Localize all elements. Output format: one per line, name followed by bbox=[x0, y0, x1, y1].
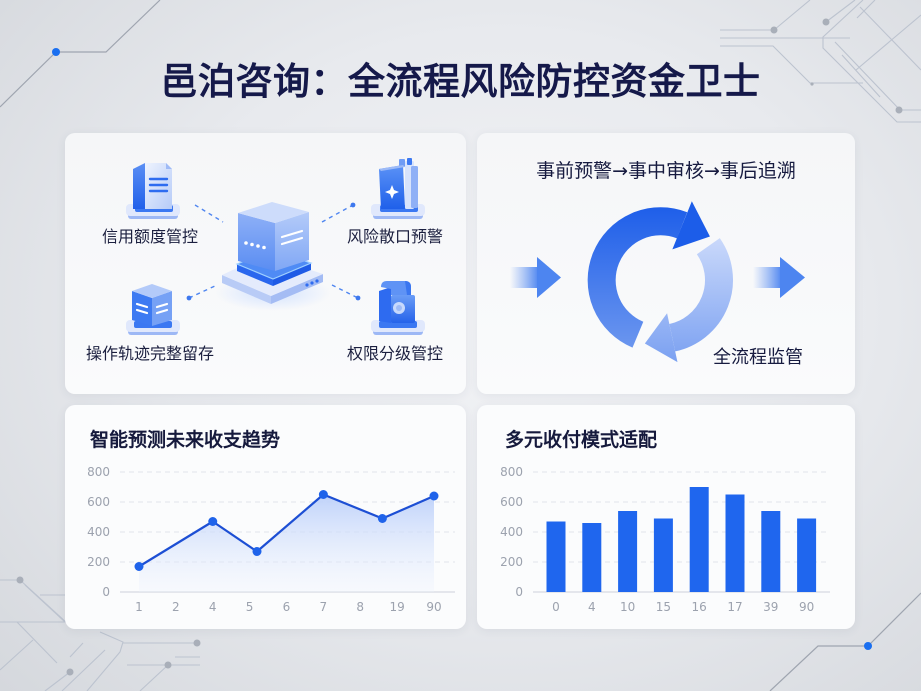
cycle-label: 全流程监管 bbox=[713, 347, 803, 368]
bar bbox=[797, 518, 817, 592]
y-tick-label: 600 bbox=[87, 495, 110, 509]
feature-label-permission-control: 权限分级管控 bbox=[346, 344, 443, 363]
x-tick-label: 4 bbox=[209, 600, 217, 614]
document-icon bbox=[126, 163, 180, 219]
x-tick-label: 19 bbox=[389, 600, 404, 614]
data-point bbox=[208, 517, 218, 526]
bar-chart: 0 200 400 600 800 0 4 10 15 16 17 39 90 bbox=[500, 465, 830, 614]
x-tick-label: 0 bbox=[552, 600, 560, 614]
cycle-arrows-icon bbox=[587, 201, 733, 363]
feature-label-credit-limit: 信用额度管控 bbox=[101, 227, 198, 246]
page-title: 邑泊咨询：全流程风险防控资金卫士 bbox=[160, 60, 761, 103]
connector-lines bbox=[186, 202, 361, 301]
x-tick-label: 15 bbox=[656, 600, 671, 614]
y-tick-label: 800 bbox=[500, 465, 523, 479]
server-hub-icon bbox=[215, 202, 331, 311]
bar bbox=[689, 487, 709, 592]
y-tick-label: 200 bbox=[87, 555, 110, 569]
bar bbox=[546, 521, 566, 592]
x-tick-label: 6 bbox=[283, 600, 291, 614]
x-tick-label: 90 bbox=[799, 600, 814, 614]
data-point bbox=[429, 491, 439, 501]
process-heading: 事前预警→事中审核→事后追溯 bbox=[536, 160, 796, 182]
y-tick-label: 0 bbox=[515, 585, 523, 599]
x-tick-label: 5 bbox=[246, 600, 254, 614]
x-tick-label: 2 bbox=[172, 600, 180, 614]
x-tick-label: 8 bbox=[356, 600, 364, 614]
bar bbox=[725, 494, 745, 592]
x-tick-label: 7 bbox=[320, 600, 328, 614]
x-tick-label: 39 bbox=[763, 600, 778, 614]
arrow-right-icon bbox=[510, 257, 561, 298]
alert-folder-icon bbox=[371, 158, 425, 219]
trend-forecast-card: 智能预测未来收支趋势 0 200 400 600 800 1 2 4 5 6 7 8 19 90 bbox=[65, 405, 466, 629]
chart-title: 多元收付模式适配 bbox=[505, 429, 658, 451]
risk-control-features-card: 信用额度管控 风险散口预警 bbox=[65, 133, 466, 394]
trend-line bbox=[138, 493, 435, 568]
y-tick-label: 800 bbox=[87, 465, 110, 479]
x-tick-label: 16 bbox=[692, 600, 707, 614]
x-tick-label: 90 bbox=[426, 600, 441, 614]
log-storage-icon bbox=[126, 284, 180, 335]
bar bbox=[761, 511, 781, 592]
x-tick-label: 10 bbox=[620, 600, 635, 614]
data-point bbox=[318, 490, 328, 499]
payment-mode-card: 多元收付模式适配 0 200 400 600 800 0 4 10 15 16 17 39 90 bbox=[477, 405, 855, 629]
arrow-right-icon bbox=[753, 257, 805, 298]
y-tick-label: 400 bbox=[87, 525, 110, 539]
x-tick-label: 1 bbox=[135, 600, 143, 614]
y-tick-label: 0 bbox=[102, 585, 110, 599]
y-tick-label: 600 bbox=[500, 495, 523, 509]
x-tick-label: 17 bbox=[727, 600, 742, 614]
feature-label-operation-trace: 操作轨迹完整留存 bbox=[85, 344, 214, 363]
bar bbox=[582, 523, 602, 592]
data-point bbox=[377, 514, 387, 523]
area-fill bbox=[139, 494, 434, 592]
bar bbox=[618, 511, 638, 592]
bar bbox=[653, 518, 673, 592]
chart-title: 智能预测未来收支趋势 bbox=[90, 429, 281, 451]
y-tick-label: 400 bbox=[500, 525, 523, 539]
data-point bbox=[252, 547, 262, 556]
line-chart: 0 200 400 600 800 1 2 4 5 6 7 8 19 90 bbox=[87, 465, 455, 614]
data-point bbox=[134, 562, 144, 571]
y-tick-label: 200 bbox=[500, 555, 523, 569]
full-process-card: 事前预警→事中审核→事后追溯 全流程监管 bbox=[477, 133, 855, 394]
permission-lock-icon bbox=[371, 281, 425, 335]
x-tick-label: 4 bbox=[588, 600, 596, 614]
feature-label-risk-exposure-warning: 风险散口预警 bbox=[346, 227, 443, 246]
